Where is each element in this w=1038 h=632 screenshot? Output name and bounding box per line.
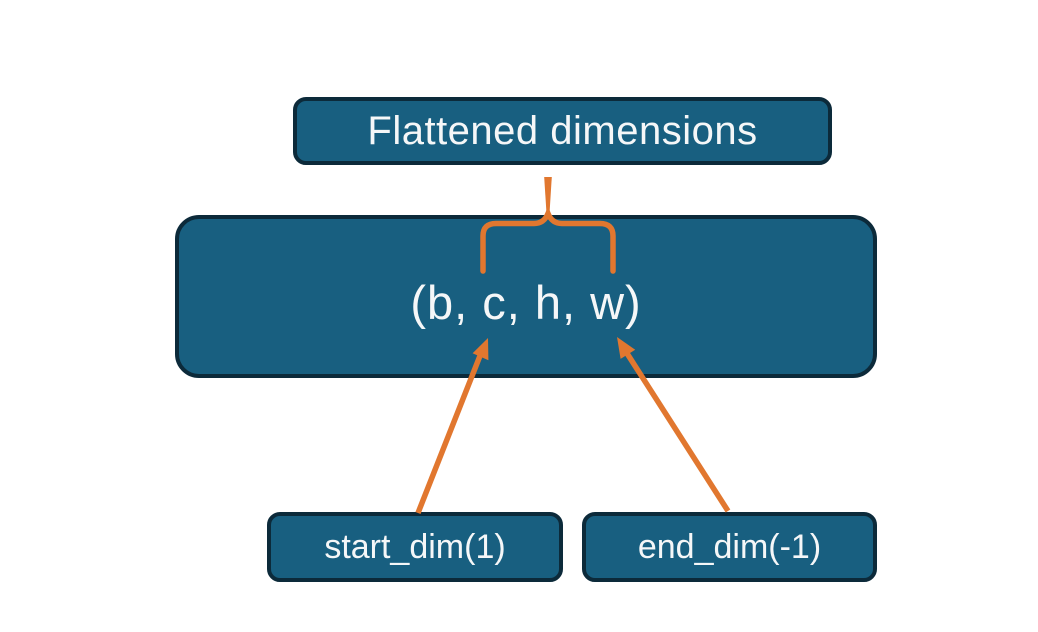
node-tensor-shape: (b, c, h, w)	[175, 215, 877, 378]
node-end-dim-label: end_dim(-1)	[637, 527, 822, 566]
node-start-dim: start_dim(1)	[267, 512, 563, 582]
node-end-dim: end_dim(-1)	[582, 512, 877, 582]
node-start-dim-label: start_dim(1)	[324, 527, 506, 566]
node-tensor-shape-label: (b, c, h, w)	[410, 276, 642, 329]
node-flattened-dimensions: Flattened dimensions	[293, 97, 832, 165]
node-flattened-dimensions-label: Flattened dimensions	[367, 108, 758, 153]
brace-stem-connector	[544, 177, 552, 212]
